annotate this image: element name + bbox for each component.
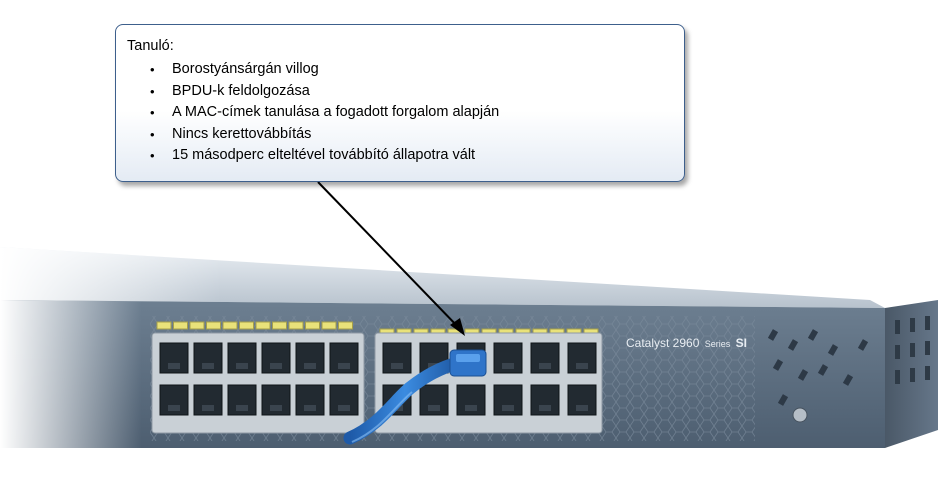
port-led xyxy=(338,321,353,330)
port-latch xyxy=(168,363,180,369)
port-latch xyxy=(202,405,214,411)
port-led xyxy=(288,321,304,330)
ethernet-port xyxy=(456,384,486,416)
port-led xyxy=(239,321,254,330)
callout-list: •Borostyánsárgán villog •BPDU-k feldolgo… xyxy=(127,59,670,167)
port-led xyxy=(321,321,337,330)
port-latch xyxy=(304,363,316,369)
port-latch xyxy=(391,363,403,369)
port-latch xyxy=(465,405,477,411)
port-led xyxy=(222,321,238,330)
port-led xyxy=(305,321,320,330)
pointer-arrowhead xyxy=(450,318,465,336)
port-latch xyxy=(539,363,551,369)
port-latch xyxy=(270,405,282,411)
model-label: Catalyst 2960 Series SI xyxy=(626,336,747,350)
port-led xyxy=(206,321,221,330)
callout-box: Tanuló: •Borostyánsárgán villog •BPDU-k … xyxy=(115,24,685,182)
port-latch xyxy=(539,405,551,411)
port-latch xyxy=(502,405,514,411)
port-latch xyxy=(304,405,316,411)
port-latch xyxy=(236,363,248,369)
bullet: • xyxy=(150,148,155,163)
port-led xyxy=(173,321,188,330)
bullet: • xyxy=(150,126,155,142)
bullet: • xyxy=(150,83,155,99)
ethernet-cable xyxy=(343,355,467,445)
list-item: •15 másodperc elteltével továbbító állap… xyxy=(127,145,670,167)
port-latch xyxy=(338,405,350,411)
vent-slots xyxy=(767,329,869,406)
list-item: •BPDU-k feldolgozása xyxy=(127,81,670,103)
port-latch xyxy=(168,405,180,411)
port-led xyxy=(189,321,205,330)
bullet: • xyxy=(150,62,155,77)
bullet: • xyxy=(150,105,155,120)
port-latch xyxy=(576,363,588,369)
port-latch xyxy=(502,363,514,369)
cable-connector xyxy=(449,349,487,377)
port-latch xyxy=(576,405,588,411)
port-latch xyxy=(236,405,248,411)
list-item: •Borostyánsárgán villog xyxy=(127,59,670,81)
ethernet-ports xyxy=(159,342,597,416)
port-led xyxy=(272,321,287,330)
port-latch xyxy=(428,405,440,411)
port-latch xyxy=(202,363,214,369)
port-latch xyxy=(270,363,282,369)
port-led xyxy=(255,321,271,330)
ethernet-port xyxy=(193,342,223,374)
ethernet-port xyxy=(530,342,560,374)
list-item: •A MAC-címek tanulása a fogadott forgalo… xyxy=(127,102,670,124)
port-led xyxy=(156,321,172,330)
port-latch xyxy=(338,363,350,369)
list-item: •Nincs kerettovábbítás xyxy=(127,124,670,146)
callout-pointer xyxy=(317,181,462,331)
callout-title: Tanuló: xyxy=(127,38,174,54)
